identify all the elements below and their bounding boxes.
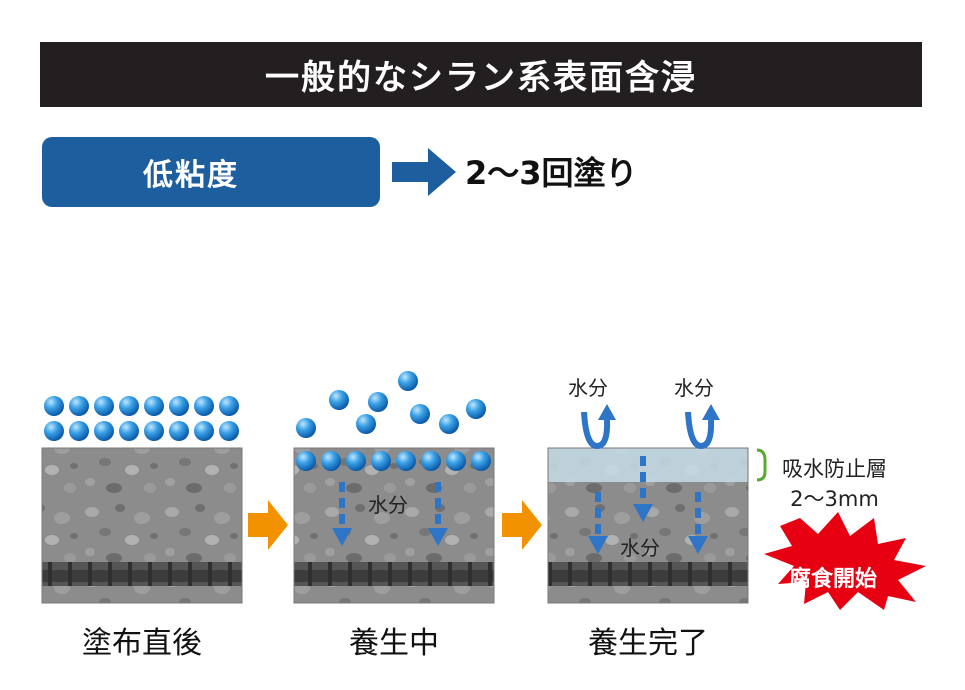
water-escape-arrow-icon <box>581 411 611 450</box>
water-down-arrows-stage-3 <box>595 456 701 538</box>
water-escape-arrow-icon <box>685 411 715 450</box>
layer-label: 吸水防止層 2～3mm <box>782 454 887 514</box>
water-down-arrows-stage-2 <box>339 482 441 530</box>
blue-arrow-icon <box>392 148 456 196</box>
silane-particles-stage-2 <box>296 371 491 471</box>
stage-panel-1 <box>41 396 243 604</box>
stage-panel-3 <box>547 404 749 604</box>
impregnation-diagram <box>41 371 926 610</box>
stage-label-3: 養生完了 <box>588 626 708 661</box>
layer-bracket-icon <box>756 448 767 482</box>
corrosion-label: 腐食開始 <box>789 567 878 592</box>
water-label-stage-3: 水分 <box>620 536 660 560</box>
page-title: 一般的なシラン系表面含浸 <box>265 58 697 98</box>
stage-label-1: 塗布直後 <box>82 626 202 661</box>
viscosity-label: 低粘度 <box>143 158 239 193</box>
orange-arrow-icon <box>248 500 288 550</box>
layer-name: 吸水防止層 <box>782 457 887 481</box>
stage-label-2: 養生中 <box>349 626 439 661</box>
stage-panel-2 <box>293 371 495 604</box>
corrosion-burst-icon <box>764 512 926 610</box>
water-label-top-1: 水分 <box>568 376 608 400</box>
orange-arrow-icon <box>502 500 542 550</box>
viscosity-box: 低粘度 <box>42 137 380 207</box>
title-bar: 一般的なシラン系表面含浸 <box>40 42 922 107</box>
water-label-stage-2: 水分 <box>368 493 408 517</box>
water-label-top-2: 水分 <box>674 376 714 400</box>
coats-label: 2～3回塗り <box>465 154 638 192</box>
layer-thickness: 2～3mm <box>790 487 879 511</box>
silane-particles-stage-1 <box>44 396 239 441</box>
